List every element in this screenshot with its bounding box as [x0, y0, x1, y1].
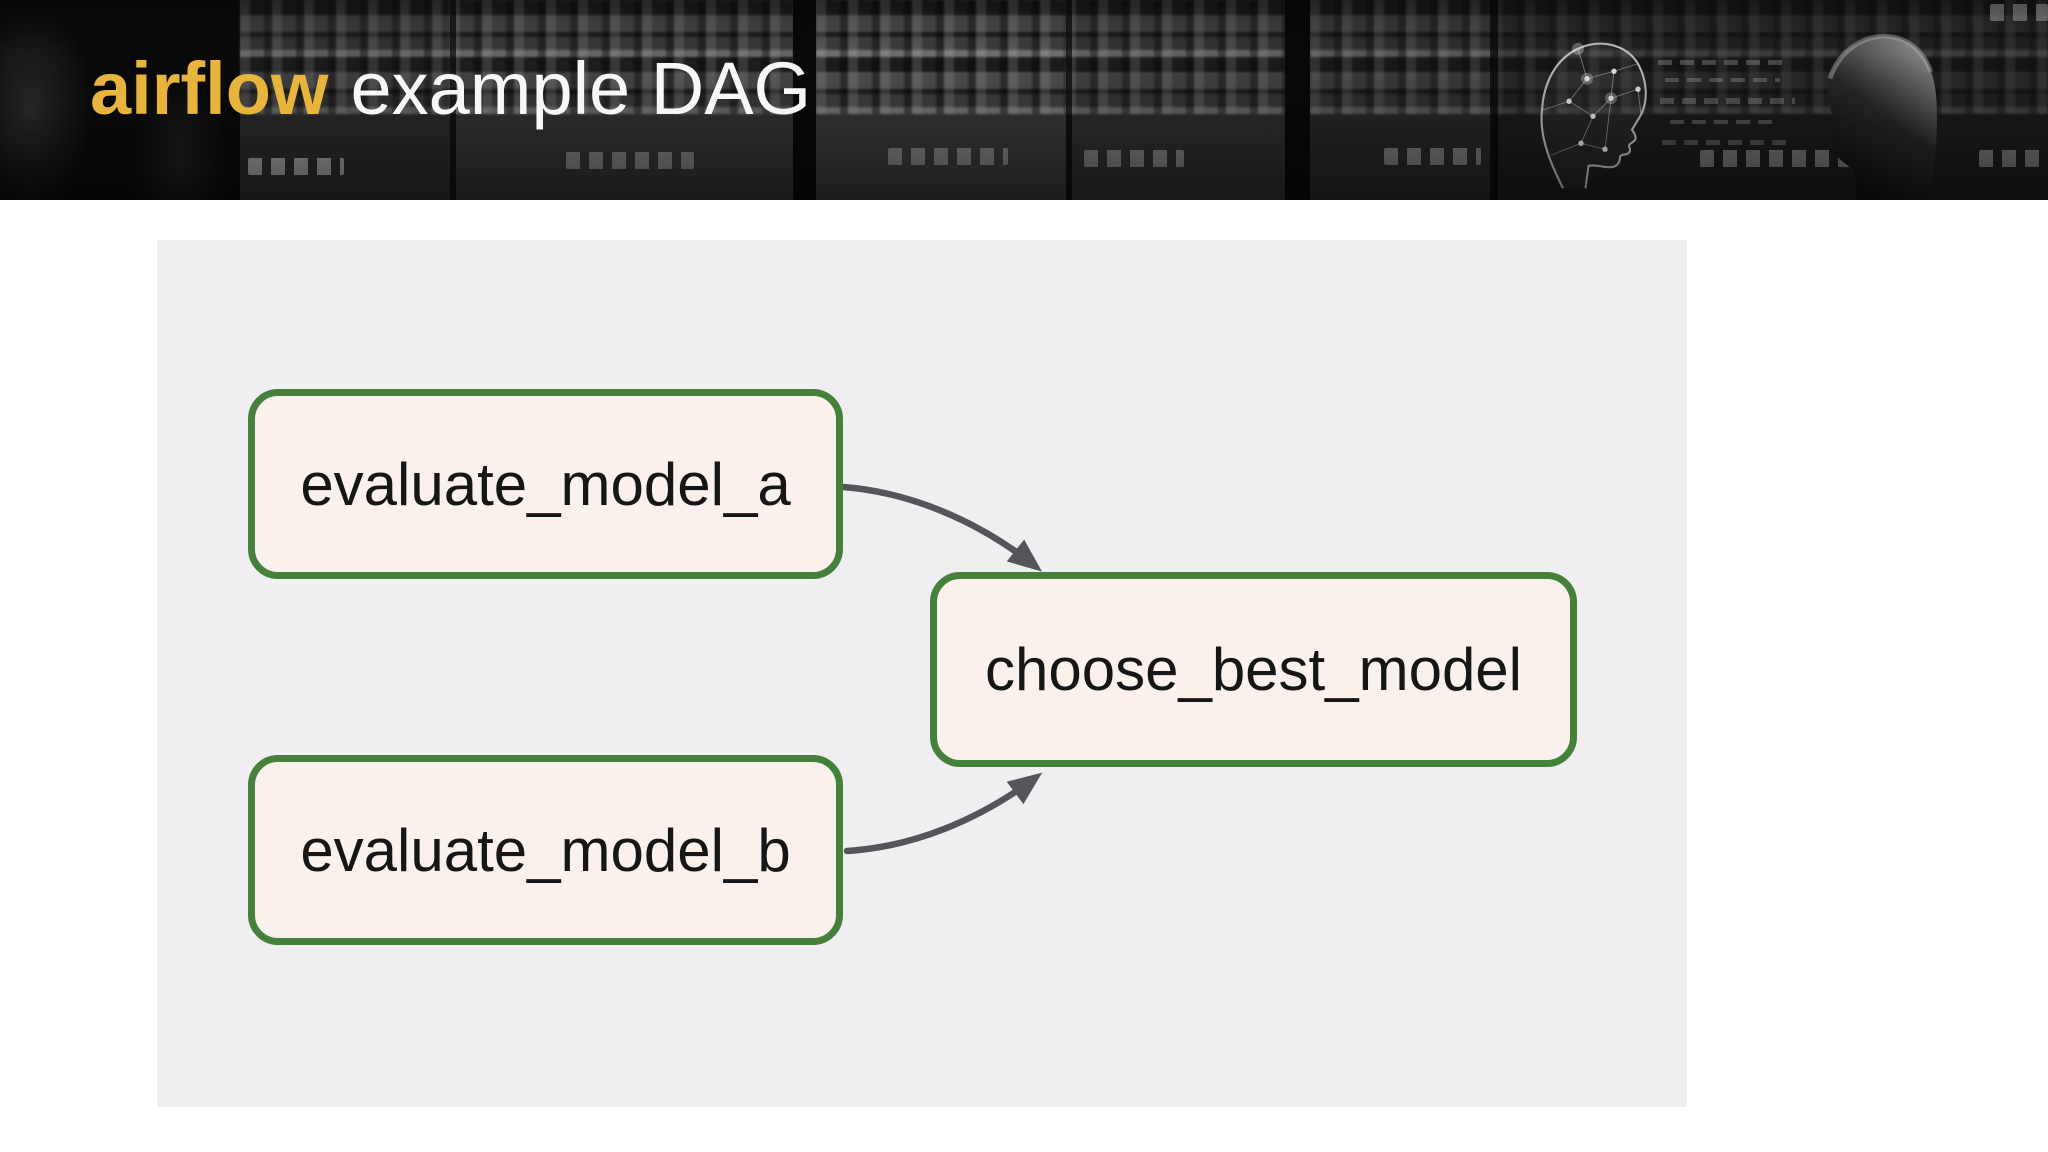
- title-text: example DAG: [350, 47, 812, 130]
- edge-evaluate_model_a-to-choose_best_model: [839, 483, 1043, 572]
- ai-wireframe-head-icon: [1540, 42, 1647, 189]
- switch-row: [566, 152, 694, 169]
- glitch-bar: [1665, 78, 1780, 82]
- page-title: airflow example DAG: [90, 46, 811, 131]
- dag-graph-canvas: evaluate_model_a evaluate_model_b choose…: [157, 240, 1687, 1107]
- header-banner: airflow example DAG: [0, 0, 2048, 200]
- seam: [1066, 0, 1072, 200]
- panel-photo-section: [816, 0, 1066, 200]
- seam: [1285, 0, 1310, 200]
- task-node-label: choose_best_model: [984, 636, 1523, 703]
- switch-row: [1990, 4, 2048, 21]
- glitch-bar: [1670, 120, 1780, 124]
- panel-photo-section: [1066, 0, 1285, 200]
- switch-row: [248, 158, 344, 175]
- switch-row: [1084, 150, 1184, 167]
- task-node-label: evaluate_model_b: [300, 816, 791, 884]
- brand-name: airflow: [90, 47, 329, 130]
- task-node-label: evaluate_model_a: [300, 450, 791, 518]
- edge-evaluate_model_b-to-choose_best_model: [843, 772, 1043, 855]
- switch-row: [888, 148, 1008, 165]
- glitch-bar: [1658, 60, 1788, 65]
- switch-row: [1384, 148, 1481, 165]
- task-node-evaluate_model_b[interactable]: evaluate_model_b: [248, 755, 843, 945]
- task-node-choose_best_model[interactable]: choose_best_model: [930, 572, 1577, 767]
- panel-photo-section: [1310, 0, 1493, 200]
- glitch-bar: [1662, 140, 1787, 145]
- seam: [1490, 0, 1498, 200]
- task-node-evaluate_model_a[interactable]: evaluate_model_a: [248, 389, 843, 579]
- glitch-bar: [1660, 98, 1795, 104]
- human-head-silhouette-icon: [1827, 34, 1937, 200]
- switch-row: [1979, 150, 2045, 167]
